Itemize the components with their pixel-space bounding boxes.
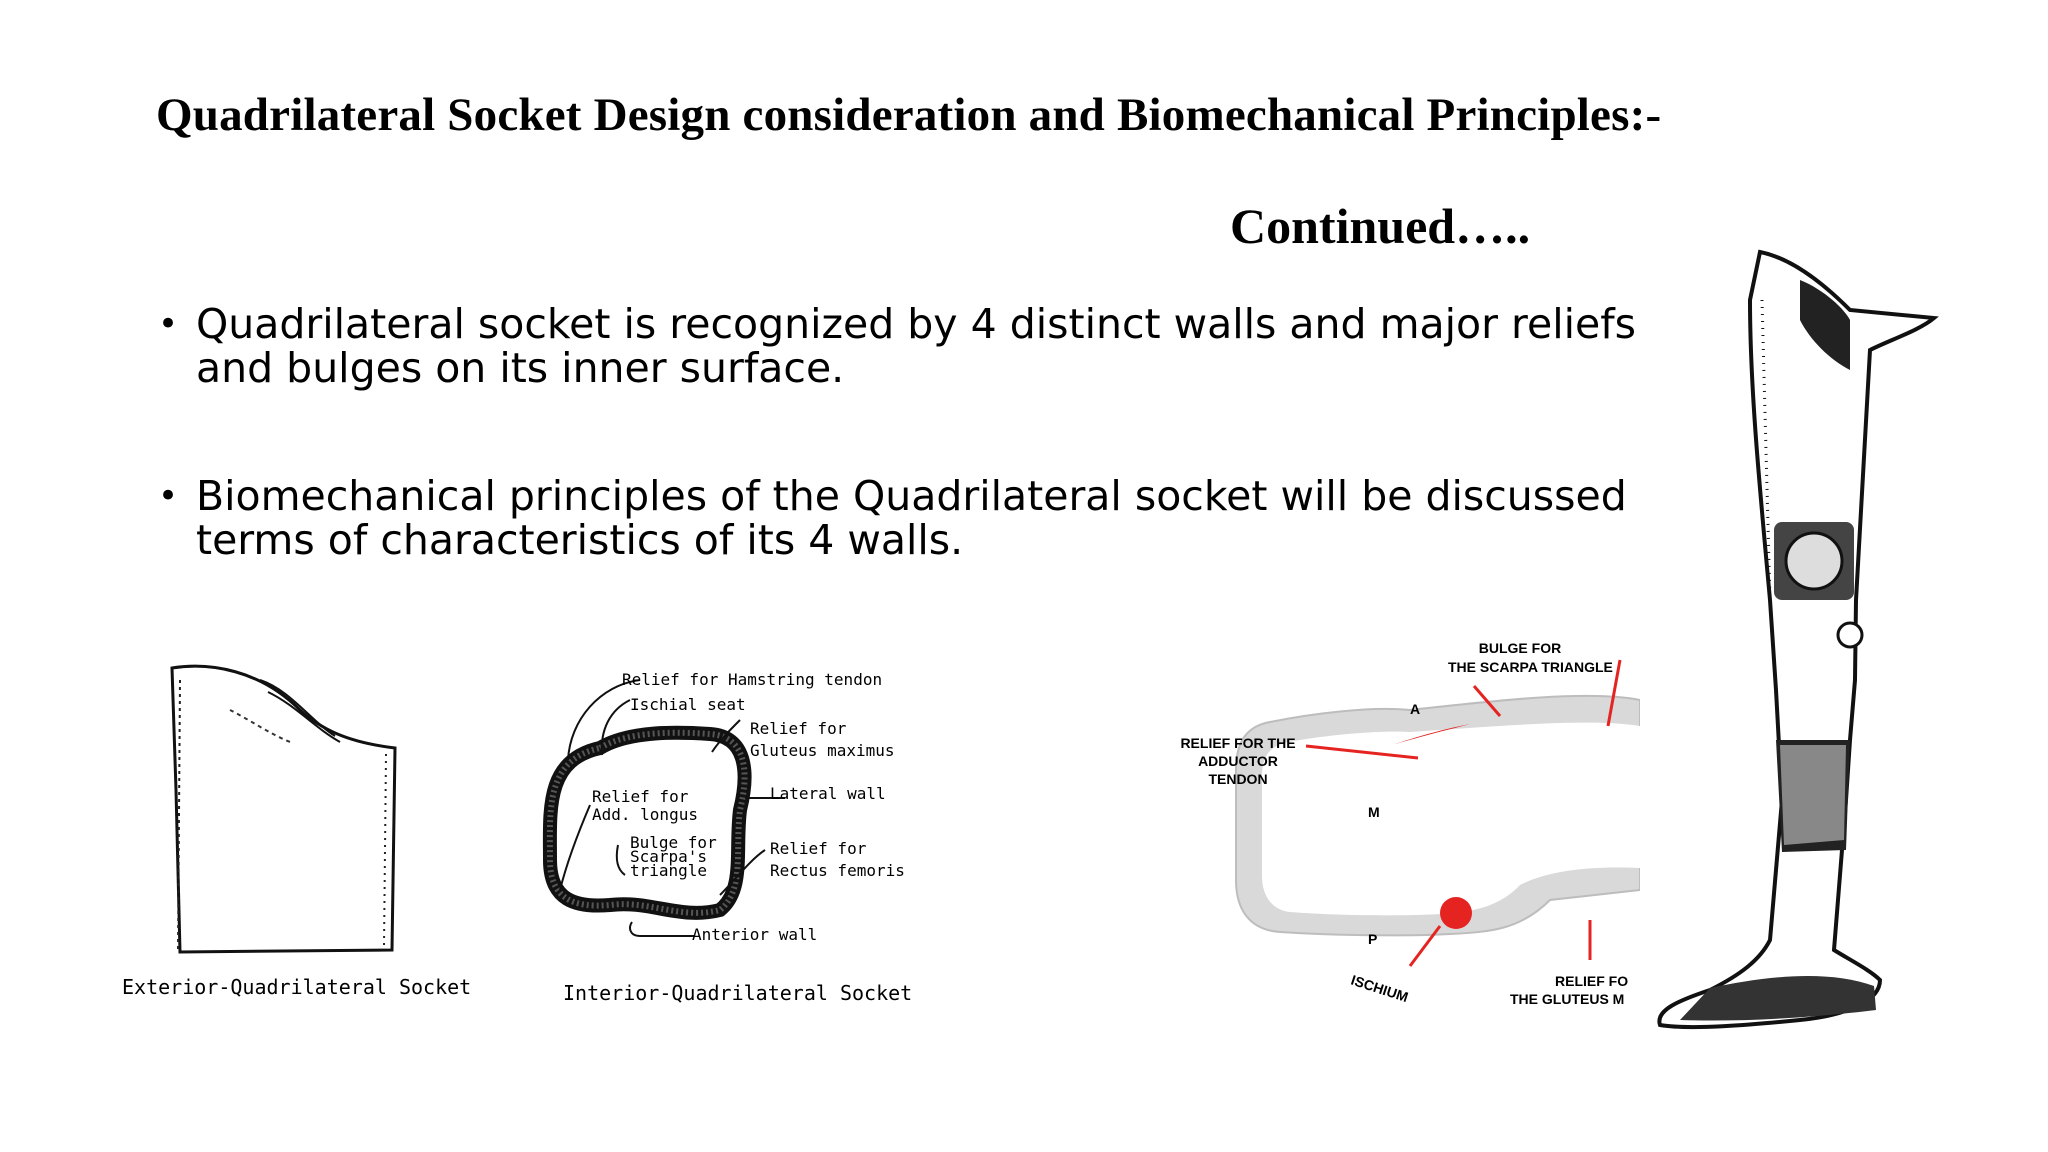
exterior-socket-caption: Exterior-Quadrilateral Socket (122, 975, 472, 999)
label-gluteus-1: RELIEF FO (1555, 973, 1628, 989)
label-scarpa-1: Bulge for (630, 833, 717, 852)
label-hamstring: Relief for Hamstring tendon (622, 670, 882, 689)
label-rectus-1: Relief for (770, 839, 867, 858)
socket-schematic-diagram: BULGE FOR THE SCARPA TRIANGLE RELIEF FOR… (1180, 640, 1640, 1007)
label-anterior: Anterior wall (692, 925, 817, 944)
label-bulge-1: BULGE FOR (1479, 640, 1561, 656)
label-ischium: ISCHIUM (1349, 972, 1410, 1005)
label-gluteus-2: THE GLUTEUS M (1510, 991, 1624, 1007)
interior-socket-caption: Interior-Quadrilateral Socket (563, 981, 913, 1005)
bullet-item: • Quadrilateral socket is recognized by … (150, 302, 1650, 390)
label-adductor-2: ADDUCTOR (1198, 753, 1278, 769)
label-lateral: Lateral wall (770, 784, 886, 803)
label-adductor-3: TENDON (1208, 771, 1267, 787)
bullet-text: Quadrilateral socket is recognized by 4 … (196, 300, 1637, 392)
letter-m: M (1368, 804, 1380, 820)
slide-title: Quadrilateral Socket Design consideratio… (156, 89, 1662, 141)
label-add-2: Add. longus (592, 805, 698, 824)
bullet-dot-icon: • (158, 476, 179, 516)
label-gluteus-1: Relief for (750, 719, 847, 738)
interior-socket-drawing: Relief for Hamstring tendon Ischial seat… (542, 670, 905, 944)
label-ischial: Ischial seat (630, 695, 746, 714)
label-add-1: Relief for (592, 787, 689, 806)
label-bulge-2: THE SCARPA TRIANGLE (1448, 659, 1613, 675)
label-scarpa-2: Scarpa's (630, 847, 707, 866)
exterior-socket-drawing (170, 664, 397, 954)
label-scarpa-3: triangle (630, 861, 707, 880)
leg-prosthesis-icon (1657, 249, 1939, 1030)
bullet-dot-icon: • (158, 304, 179, 344)
letter-p: P (1368, 931, 1377, 947)
bullet-list: • Quadrilateral socket is recognized by … (150, 302, 1650, 562)
label-rectus-2: Rectus femoris (770, 861, 905, 880)
letter-a: A (1410, 701, 1420, 717)
label-adductor-1: RELIEF FOR THE (1180, 735, 1295, 751)
label-gluteus-2: Gluteus maximus (750, 741, 895, 760)
bullet-text: Biomechanical principles of the Quadrila… (196, 472, 1627, 564)
bullet-item: • Biomechanical principles of the Quadri… (150, 474, 1650, 562)
continued-label: Continued….. (1230, 198, 1531, 254)
